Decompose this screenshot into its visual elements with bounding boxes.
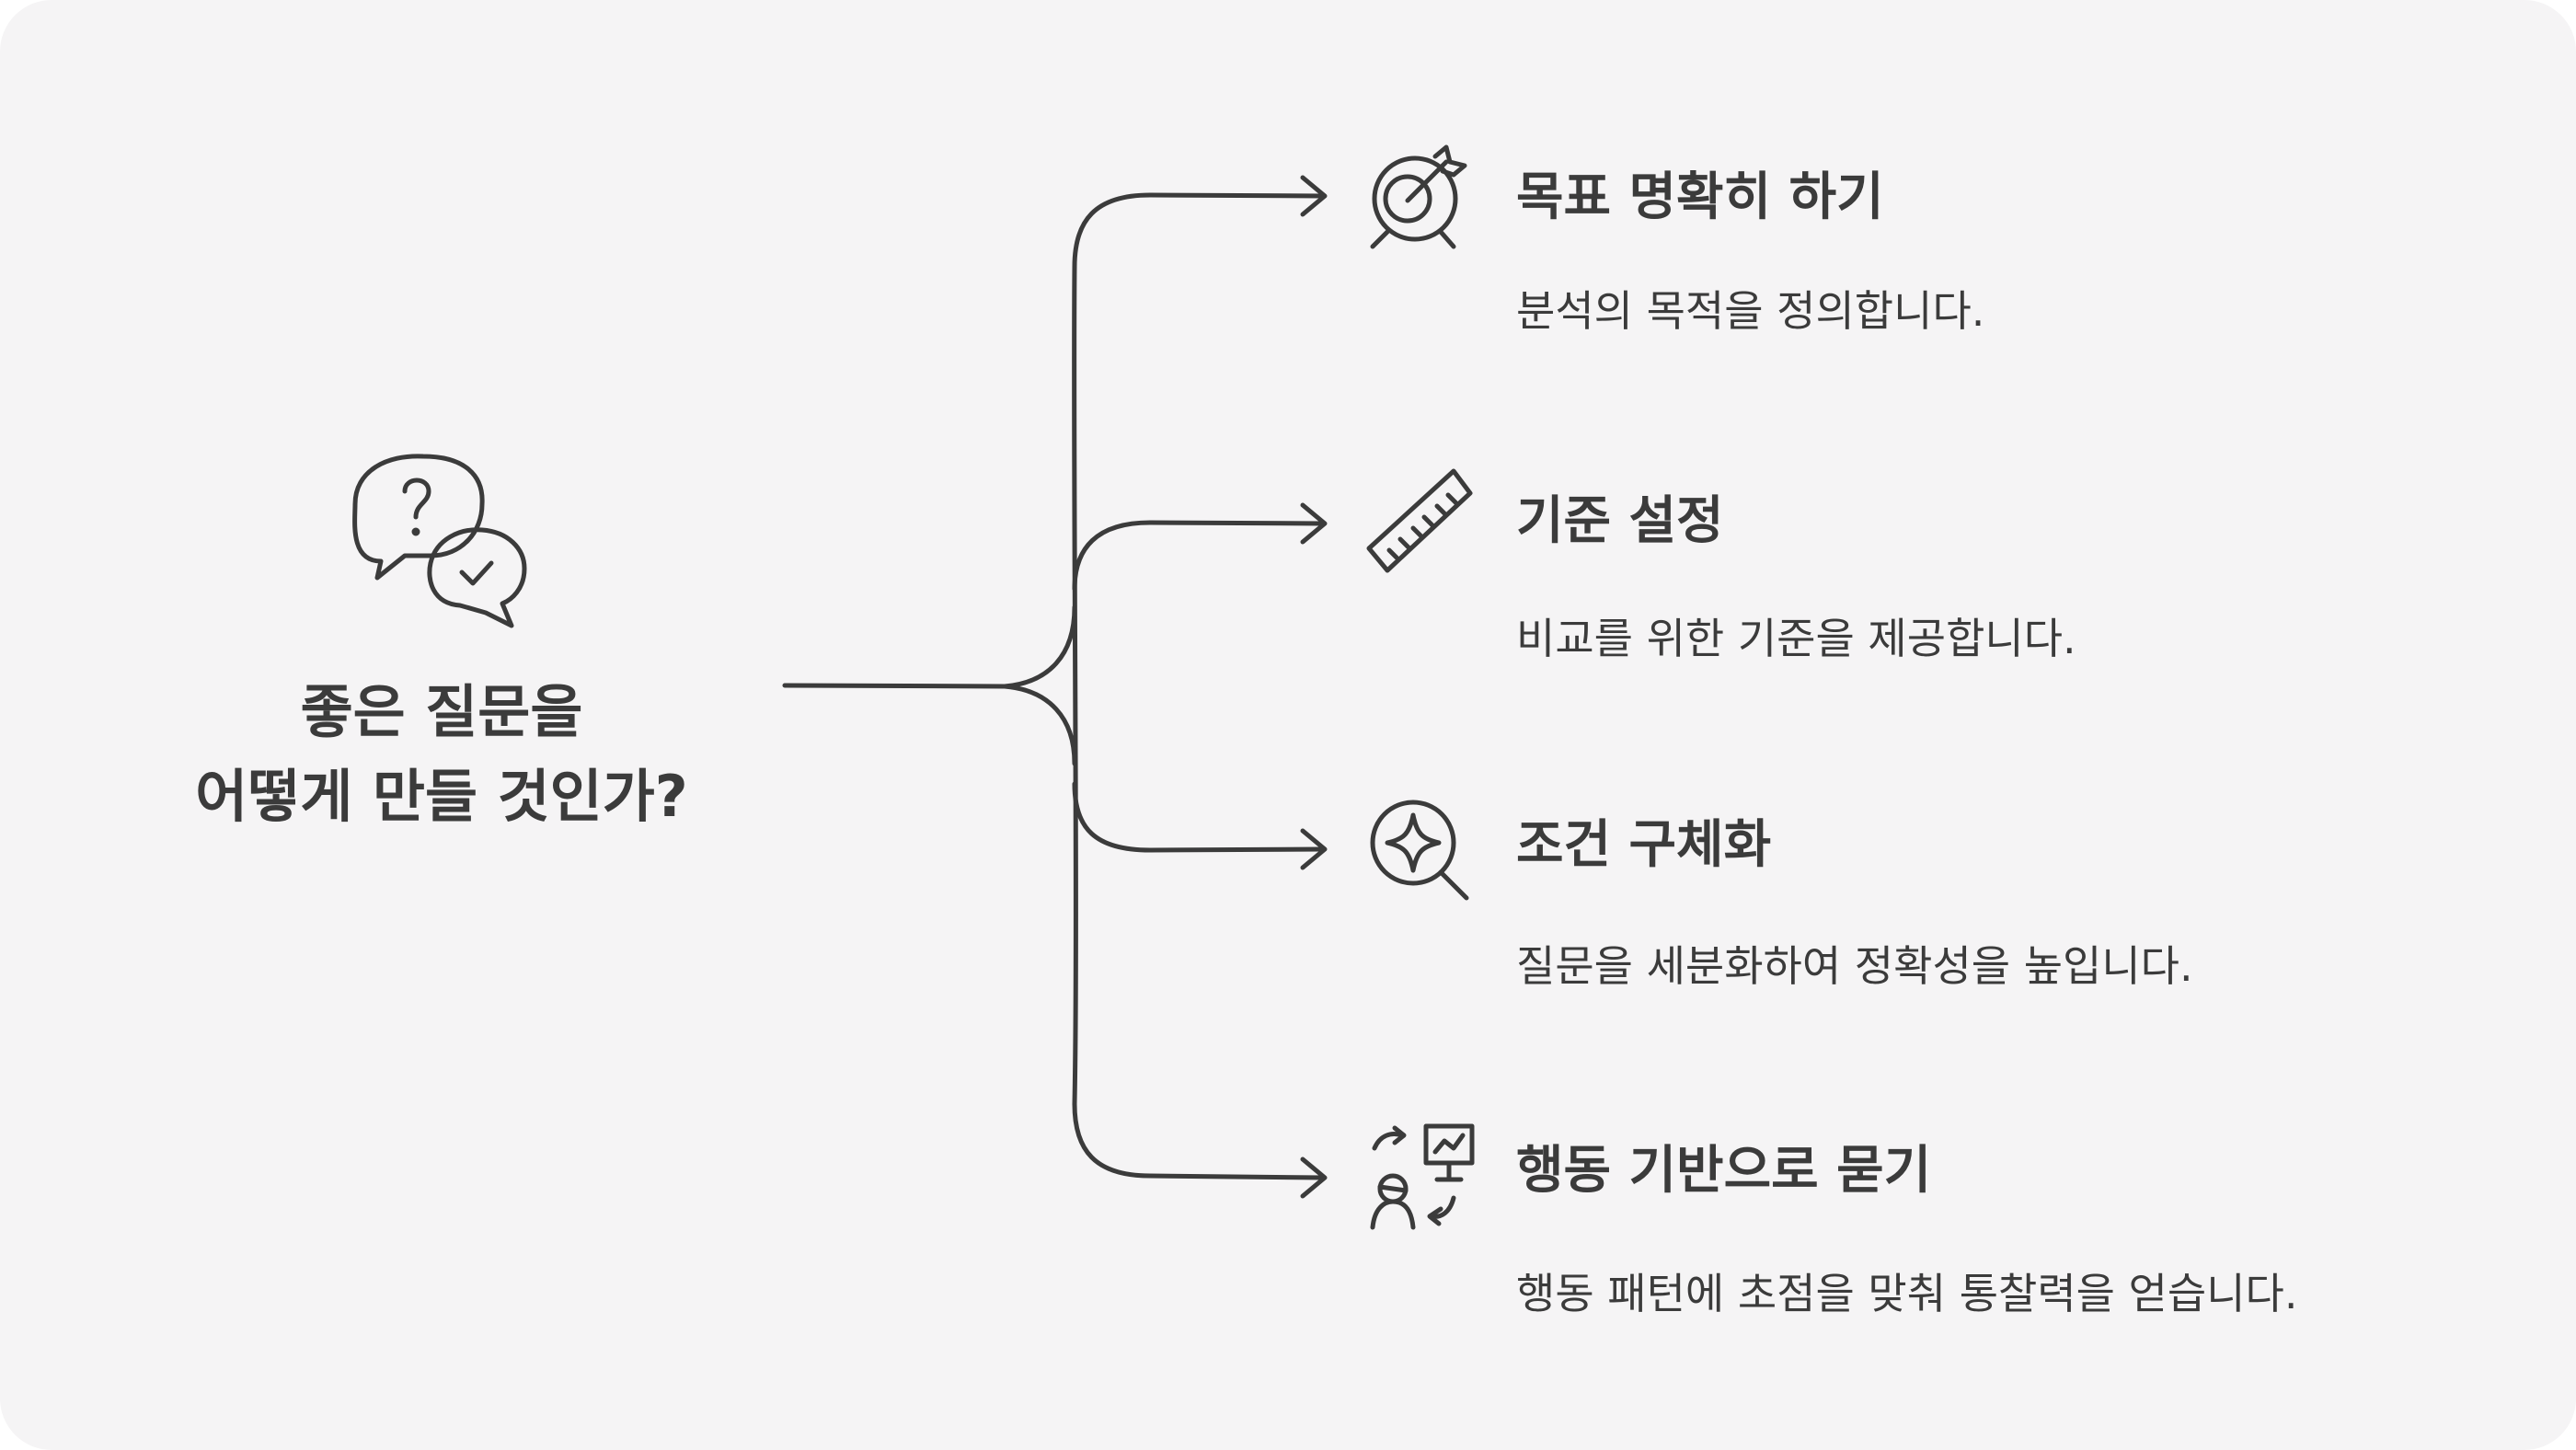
ruler-icon (1366, 468, 1473, 573)
connector-lines (782, 175, 1328, 1199)
branch-1-description: 분석의 목적을 정의합니다. (1516, 286, 1985, 336)
root-title: 좋은 질문을 어떻게 만들 것인가? (156, 670, 727, 839)
branch-4-description: 행동 패턴에 초점을 맞춰 통찰력을 얻습니다. (1516, 1269, 2298, 1318)
connector-arrow-2 (1300, 502, 1328, 545)
connector-junction-top (1002, 604, 1077, 689)
connector-arrow-3 (1300, 828, 1328, 870)
branch-4-title: 행동 기반으로 묻기 (1516, 1141, 1932, 1201)
connector-arrow-1 (1300, 175, 1328, 217)
chat-question-check-icon (352, 454, 527, 628)
connector-junction-bottom (1002, 684, 1077, 766)
connector-branch-1 (1072, 192, 1326, 270)
connector-trunk (782, 683, 1007, 689)
target-icon (1370, 144, 1467, 249)
root-title-line-2: 어떻게 만들 것인가? (195, 763, 688, 830)
branch-2-title: 기준 설정 (1516, 491, 1724, 551)
branch-2-description: 비교를 위한 기준을 제공합니다. (1516, 614, 2076, 663)
branch-3-title: 조건 구체화 (1516, 815, 1772, 875)
connector-branch-4 (1072, 1101, 1326, 1180)
connector-branch-2 (1072, 520, 1326, 592)
connector-spine (1072, 264, 1078, 1107)
root-title-line-1: 좋은 질문을 (300, 678, 583, 745)
person-chart-cycle-icon (1370, 1123, 1475, 1230)
connector-branch-3 (1072, 781, 1326, 853)
connector-arrow-4 (1300, 1157, 1328, 1199)
magnifier-sparkle-icon (1370, 800, 1469, 901)
branch-1-title: 목표 명확히 하기 (1516, 167, 1884, 227)
branch-3-description: 질문을 세분화하여 정확성을 높입니다. (1516, 941, 2193, 991)
